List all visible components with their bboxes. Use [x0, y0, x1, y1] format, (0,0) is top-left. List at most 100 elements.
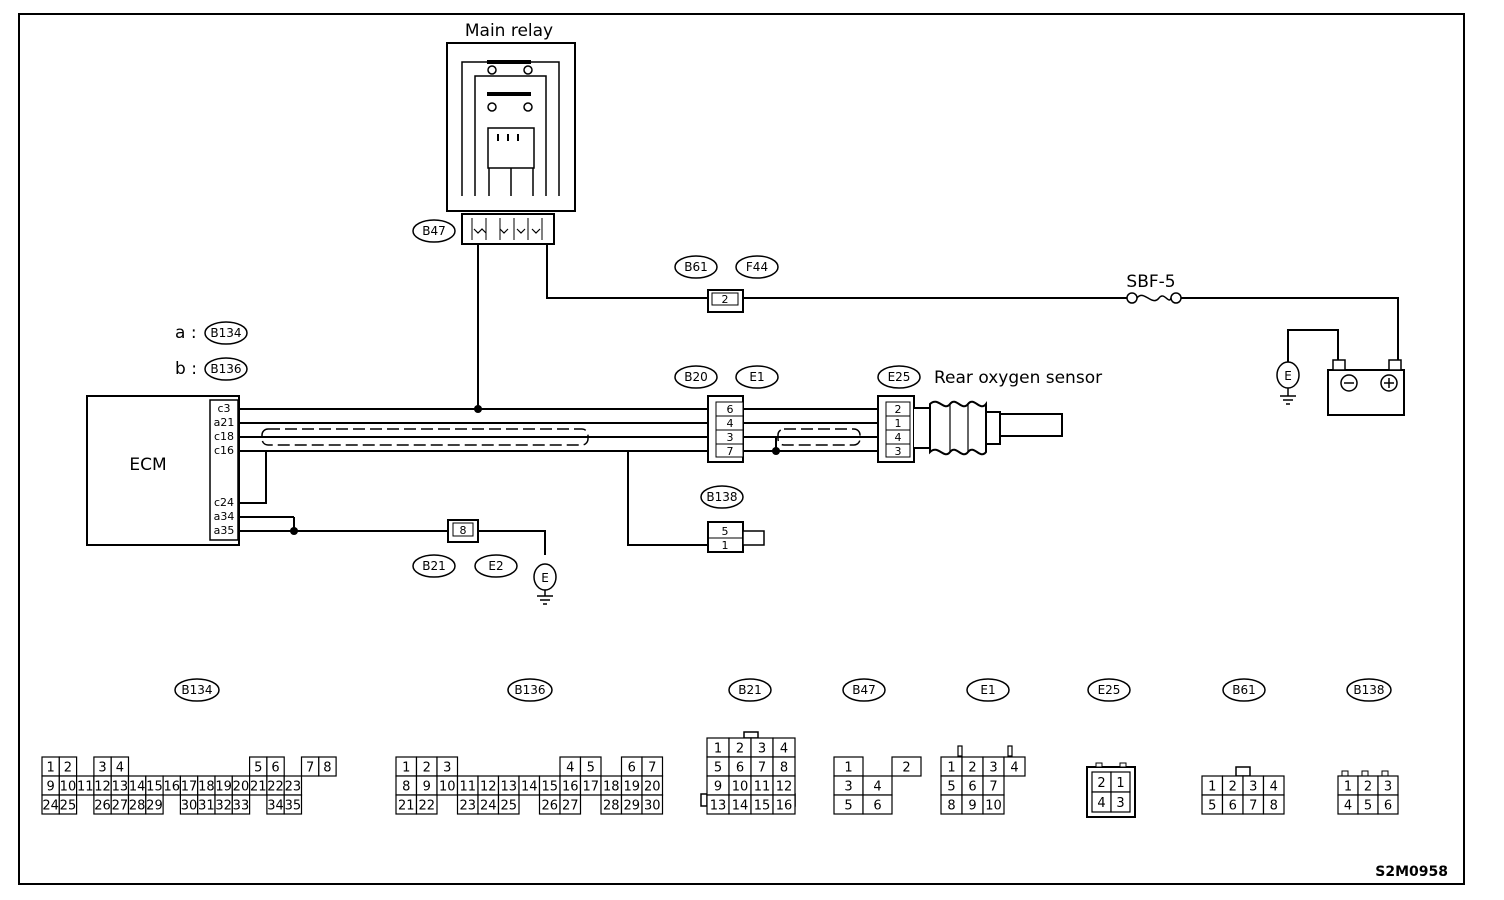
ground-symbol-ecm: E	[533, 563, 557, 605]
face-b138-pin: 2	[1364, 780, 1372, 795]
face-b47-pin: 1	[844, 761, 852, 776]
face-b47-pin: 2	[902, 761, 910, 776]
face-b47-pin: 4	[873, 780, 881, 795]
drawing-reference: S2M0958	[1375, 864, 1448, 880]
face-b134-pin: 2	[64, 761, 72, 776]
face-b136-pin: 7	[648, 761, 656, 776]
face-tag-b47: B47	[842, 678, 886, 702]
face-b61-pin: 8	[1270, 799, 1278, 814]
svg-text:E: E	[541, 571, 549, 585]
face-b136-pin: 15	[541, 780, 558, 795]
face-b136-pin: 16	[562, 780, 579, 795]
face-e25-pin: 1	[1116, 776, 1124, 791]
face-b47-pin: 3	[844, 780, 852, 795]
face-b136-pin: 26	[541, 799, 558, 814]
face-b134-pin: 19	[215, 780, 232, 795]
svg-text:E: E	[1284, 369, 1292, 383]
face-b136-pin: 13	[500, 780, 517, 795]
rear-oxygen-sensor: Rear oxygen sensor	[914, 368, 1102, 456]
connector-e25: 2 1 4 3	[877, 395, 915, 463]
connector-tag-e25: E25	[877, 365, 921, 389]
face-b21-pin: 3	[758, 742, 766, 757]
face-b134-pin: 23	[285, 780, 302, 795]
face-b21-pin: 6	[736, 761, 744, 776]
connector-tag-f44: F44	[735, 255, 779, 279]
face-e25-pin: 3	[1116, 796, 1124, 811]
svg-text:B61: B61	[684, 260, 708, 274]
legend: a : B134 b : B136	[175, 321, 248, 381]
ground-symbol-battery: E	[1276, 361, 1300, 405]
face-b136-pin: 6	[628, 761, 636, 776]
svg-text:B21: B21	[738, 683, 762, 697]
ecm-label: ECM	[129, 455, 166, 475]
ecm-pin-c3: c3	[217, 402, 230, 415]
rear-oxygen-sensor-label: Rear oxygen sensor	[934, 368, 1102, 388]
svg-text:B138: B138	[706, 490, 737, 504]
face-b136-pin: 24	[480, 799, 497, 814]
face-b21-cell	[772, 794, 796, 815]
face-e1-pin: 9	[968, 799, 976, 814]
face-tag-b61: B61	[1222, 678, 1266, 702]
face-b136-pin: 10	[439, 780, 456, 795]
ecm-pin-labels: c3 a21 c18 c16 c24 a34 a35	[214, 402, 235, 537]
face-b134-pin: 7	[306, 761, 314, 776]
connector-b138: 5 1	[707, 521, 765, 553]
svg-text:B61: B61	[1232, 683, 1256, 697]
face-e1-pin: 2	[968, 761, 976, 776]
face-b47-pin: 5	[844, 799, 852, 814]
svg-text:4: 4	[895, 431, 902, 444]
face-b134-pin: 33	[233, 799, 250, 814]
face-b61-pin: 7	[1249, 799, 1257, 814]
face-b21-pin: 7	[758, 761, 766, 776]
ecm-pin-a34: a34	[214, 510, 235, 523]
svg-text:1: 1	[722, 539, 729, 552]
face-e1-pin: 3	[989, 761, 997, 776]
face-b134-pin: 31	[198, 799, 215, 814]
b61-f44-pin: 2	[722, 293, 729, 306]
svg-text:B20: B20	[684, 370, 708, 384]
connector-b61-f44: 2	[707, 289, 744, 313]
face-b61-pin: 1	[1208, 780, 1216, 795]
face-b134-pin: 11	[77, 780, 94, 795]
face-b134-pin: 32	[215, 799, 232, 814]
face-b134-pin: 5	[254, 761, 262, 776]
svg-text:E2: E2	[488, 559, 503, 573]
connector-tag-b138: B138	[700, 485, 744, 509]
svg-text:B138: B138	[1353, 683, 1384, 697]
ecm-pin-a21: a21	[214, 416, 235, 429]
face-b134-pin: 10	[60, 780, 77, 795]
face-b136-cell	[641, 794, 664, 815]
face-b138-pin: 4	[1344, 799, 1352, 814]
face-b136-pin: 17	[582, 780, 599, 795]
connector-b20-e1: 6 4 3 7	[707, 395, 744, 463]
face-e1-pin: 6	[968, 780, 976, 795]
legend-a-tag: B134	[210, 326, 241, 340]
face-b138-pin: 5	[1364, 799, 1372, 814]
face-e1-pin: 7	[989, 780, 997, 795]
face-tag-b138: B138	[1346, 678, 1392, 702]
face-e1-cell	[982, 794, 1005, 815]
face-b138-pin: 6	[1384, 799, 1392, 814]
face-b134-cell	[58, 794, 78, 815]
svg-text:E1: E1	[980, 683, 995, 697]
ecm-pin-a35: a35	[214, 524, 235, 537]
svg-text:B21: B21	[422, 559, 446, 573]
face-b134-pin: 22	[267, 780, 284, 795]
face-b21-pin: 11	[754, 780, 771, 795]
face-b21-pin: 15	[754, 799, 771, 814]
face-b134-pin: 28	[129, 799, 146, 814]
connector-tag-e2: E2	[474, 554, 518, 578]
svg-text:F44: F44	[746, 260, 768, 274]
face-b21-pin: 12	[776, 780, 793, 795]
face-b61-cell	[1262, 794, 1285, 815]
svg-text:E25: E25	[888, 370, 911, 384]
svg-text:3: 3	[895, 445, 902, 458]
face-b134-pin: 35	[285, 799, 302, 814]
ecm-pin-c16: c16	[214, 444, 234, 457]
face-b134-pin: 29	[146, 799, 163, 814]
face-b134-pin: 16	[163, 780, 180, 795]
wire-junctions	[290, 405, 780, 535]
face-tag-b136: B136	[507, 678, 553, 702]
